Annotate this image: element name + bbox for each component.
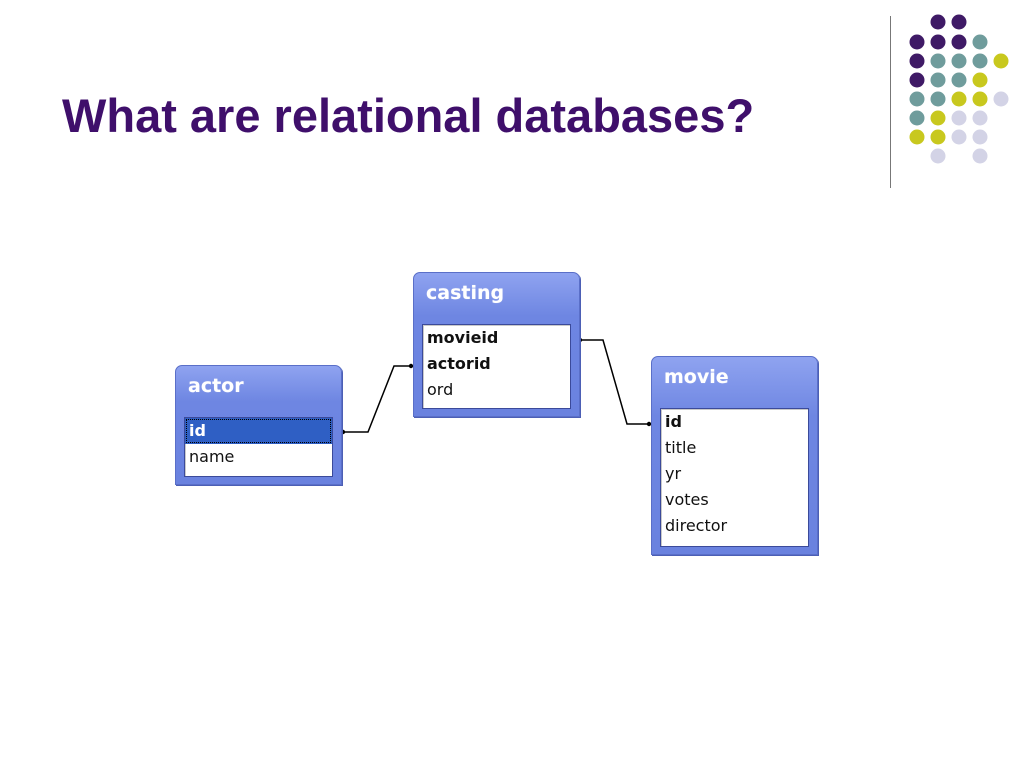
field-casting-actorid[interactable]: actorid — [427, 354, 491, 373]
decorative-dot — [909, 129, 925, 145]
decorative-dot — [972, 129, 988, 145]
decorative-dot-grid — [909, 14, 1009, 164]
decorative-dot — [909, 34, 925, 50]
table-movie-field-list: id title yr votes director — [660, 408, 809, 547]
decorative-dot — [930, 72, 946, 88]
field-actor-id[interactable]: id — [185, 418, 332, 444]
table-casting-field-list: movieid actorid ord — [422, 324, 571, 409]
field-movie-id[interactable]: id — [665, 412, 682, 431]
field-movie-director[interactable]: director — [665, 516, 728, 535]
decorative-dot — [951, 53, 967, 69]
decorative-dot — [972, 34, 988, 50]
decorative-dot — [951, 72, 967, 88]
decorative-dot — [972, 91, 988, 107]
table-actor-title: actor — [188, 375, 244, 397]
decorative-dot — [951, 91, 967, 107]
field-casting-ord[interactable]: ord — [427, 380, 454, 399]
decorative-dot — [993, 91, 1009, 107]
decorative-dot — [930, 148, 946, 164]
decorative-dot — [951, 129, 967, 145]
table-casting[interactable]: casting movieid actorid ord — [413, 272, 580, 417]
field-actor-name[interactable]: name — [189, 447, 235, 466]
decorative-dot — [930, 14, 946, 30]
table-casting-title: casting — [426, 282, 505, 304]
table-movie[interactable]: movie id title yr votes director — [651, 356, 818, 555]
decorative-dot — [972, 53, 988, 69]
decorative-dot — [951, 34, 967, 50]
decorative-dot — [972, 148, 988, 164]
field-movie-yr[interactable]: yr — [665, 464, 682, 483]
decorative-dot — [972, 72, 988, 88]
decorative-dot — [930, 91, 946, 107]
decorative-dot — [930, 129, 946, 145]
field-movie-title[interactable]: title — [665, 438, 697, 457]
decorative-dot — [951, 110, 967, 126]
decorative-dot — [972, 110, 988, 126]
decorative-dot — [951, 14, 967, 30]
decorative-dot — [909, 91, 925, 107]
field-casting-movieid[interactable]: movieid — [427, 328, 499, 347]
table-actor-field-list: id name — [184, 417, 333, 477]
table-actor[interactable]: actor id name — [175, 365, 342, 485]
field-movie-votes[interactable]: votes — [665, 490, 709, 509]
decorative-dot — [909, 53, 925, 69]
decorative-dot — [930, 34, 946, 50]
slide-title: What are relational databases? — [62, 89, 755, 142]
decorative-dot — [909, 110, 925, 126]
decorative-dot — [930, 110, 946, 126]
decorative-dot — [909, 72, 925, 88]
title-divider — [890, 16, 891, 188]
table-movie-title: movie — [664, 366, 729, 388]
decorative-dot — [993, 53, 1009, 69]
decorative-dot — [930, 53, 946, 69]
